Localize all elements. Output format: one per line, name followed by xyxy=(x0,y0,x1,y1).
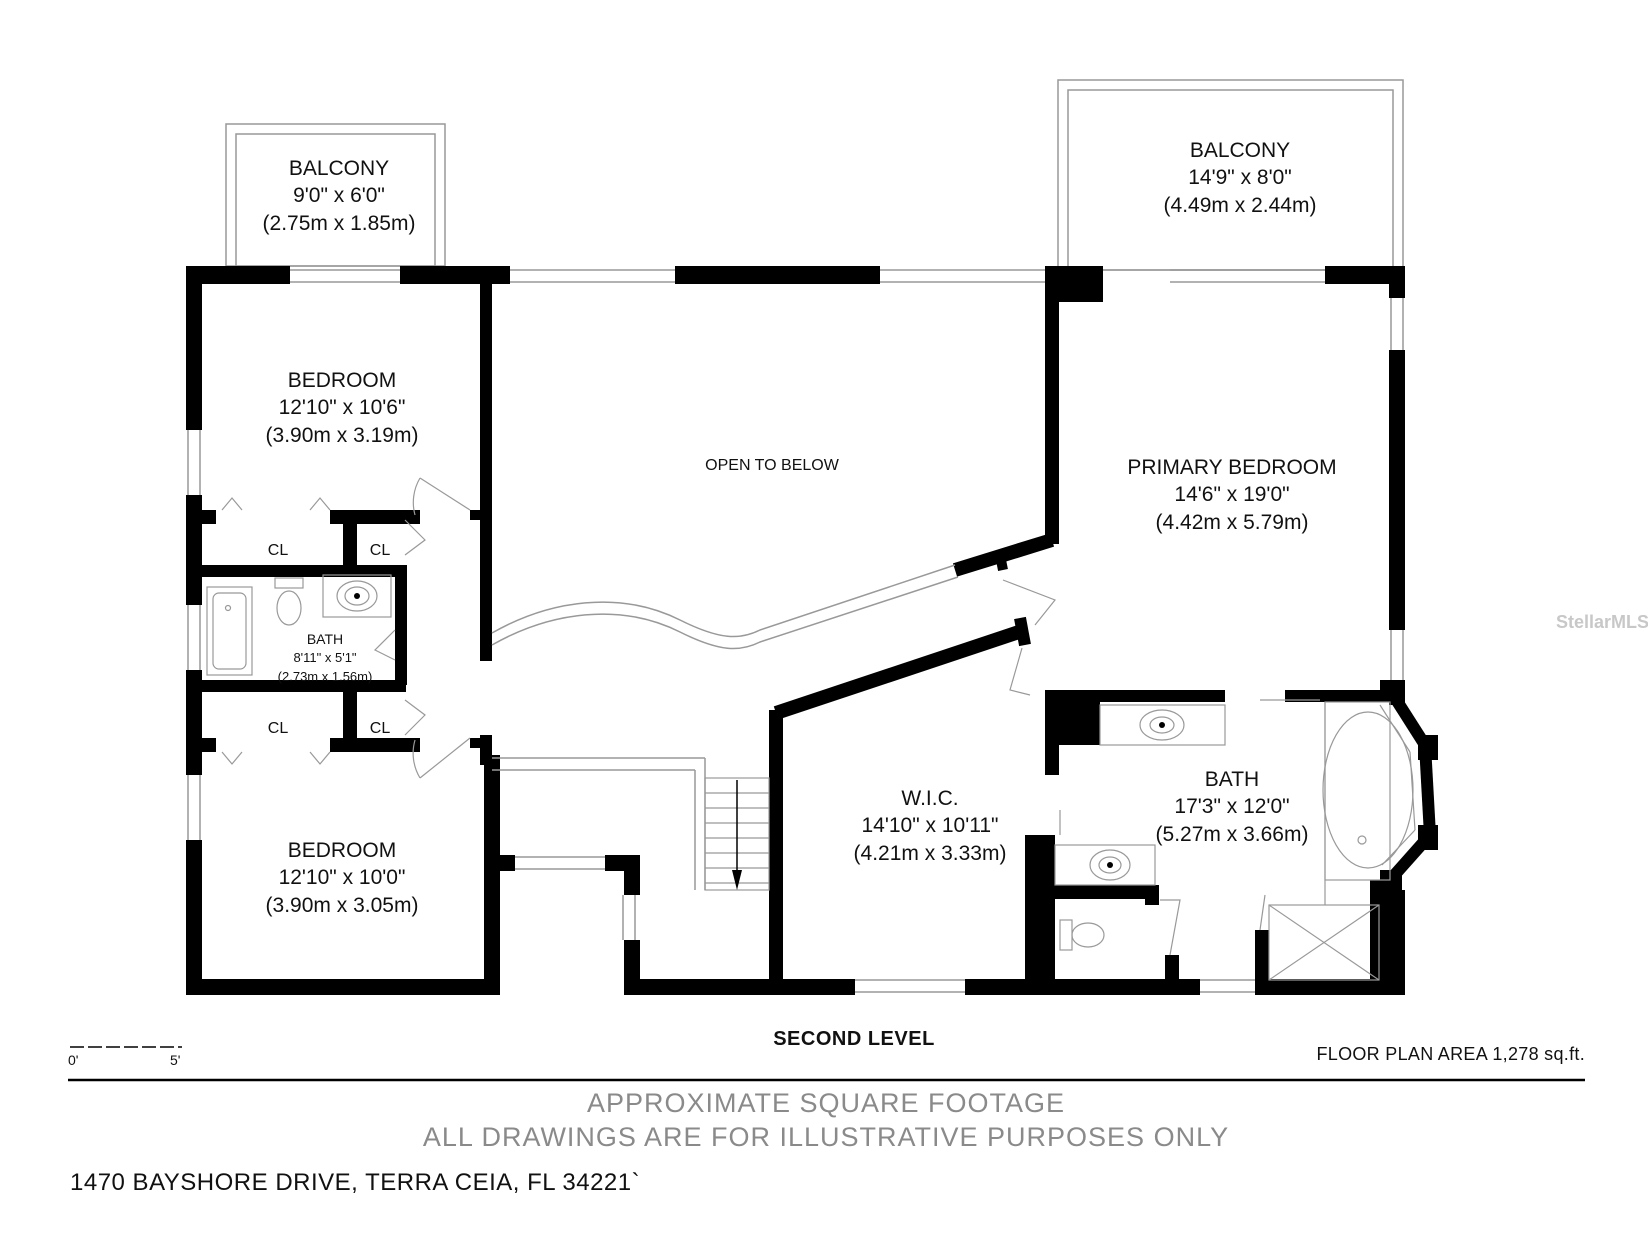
room-dim-metric: (2.73m x 1.56m) xyxy=(278,669,373,684)
bay-window xyxy=(1384,686,1436,884)
closet-label: CL xyxy=(268,542,289,559)
scale-end-label: 5' xyxy=(170,1052,180,1068)
closet-label: CL xyxy=(370,720,391,737)
room-name: BATH xyxy=(1205,768,1259,791)
bedroom-lower-label: BEDROOM 12'10" x 10'0" (3.90m x 3.05m) xyxy=(266,839,419,917)
bath-primary-label: BATH 17'3" x 12'0" (5.27m x 3.66m) xyxy=(1156,768,1309,846)
room-name: BALCONY xyxy=(1190,139,1290,162)
room-name: BEDROOM xyxy=(288,839,397,862)
scale-start-label: 0' xyxy=(68,1052,78,1068)
room-dim-imperial: 14'6" x 19'0" xyxy=(1174,483,1289,506)
balcony-right-label: BALCONY 14'9" x 8'0" (4.49m x 2.44m) xyxy=(1164,139,1317,217)
closet-label: CL xyxy=(370,542,391,559)
watermark: StellarMLS xyxy=(1556,612,1648,632)
open-to-below-label: OPEN TO BELOW xyxy=(705,457,840,474)
room-dim-imperial: 8'11" x 5'1" xyxy=(293,650,356,665)
bath-small-label: BATH 8'11" x 5'1" (2.73m x 1.56m) xyxy=(278,631,373,684)
room-dim-imperial: 14'9" x 8'0" xyxy=(1188,166,1292,189)
room-dim-imperial: 14'10" x 10'11" xyxy=(862,814,999,837)
angled-walls xyxy=(773,533,1055,720)
balcony-left-label: BALCONY 9'0" x 6'0" (2.75m x 1.85m) xyxy=(263,157,416,235)
sink-drain-icon xyxy=(1107,862,1113,868)
room-dim-metric: (2.75m x 1.85m) xyxy=(263,212,416,235)
room-dim-metric: (3.90m x 3.19m) xyxy=(266,424,419,447)
room-name: BATH xyxy=(307,631,343,647)
scale-bar: 0' 5' xyxy=(68,1046,182,1068)
stairs-arrow-icon xyxy=(732,870,742,890)
room-dim-metric: (5.27m x 3.66m) xyxy=(1156,823,1309,846)
disclaimer-line-1: APPROXIMATE SQUARE FOOTAGE xyxy=(587,1088,1065,1118)
room-dim-imperial: 12'10" x 10'0" xyxy=(279,866,406,889)
small-bath-fixtures xyxy=(206,574,392,676)
room-name: PRIMARY BEDROOM xyxy=(1127,456,1336,479)
stairs xyxy=(704,777,770,891)
room-dim-imperial: 17'3" x 12'0" xyxy=(1174,795,1289,818)
room-dim-imperial: 9'0" x 6'0" xyxy=(293,184,385,207)
disclaimer-line-2: ALL DRAWINGS ARE FOR ILLUSTRATIVE PURPOS… xyxy=(423,1122,1229,1152)
room-dim-imperial: 12'10" x 10'6" xyxy=(279,396,406,419)
wic-label: W.I.C. 14'10" x 10'11" (4.21m x 3.33m) xyxy=(854,787,1007,865)
closet-label: CL xyxy=(268,720,289,737)
primary-bath-fixtures xyxy=(1054,699,1414,981)
room-dim-metric: (4.49m x 2.44m) xyxy=(1164,194,1317,217)
room-dim-metric: (4.21m x 3.33m) xyxy=(854,842,1007,865)
room-dim-metric: (4.42m x 5.79m) xyxy=(1156,511,1309,534)
room-dim-metric: (3.90m x 3.05m) xyxy=(266,894,419,917)
room-name: W.I.C. xyxy=(901,787,958,810)
doors xyxy=(221,477,1266,956)
windows xyxy=(187,269,1404,993)
sink-drain-icon xyxy=(354,593,360,599)
property-address: 1470 BAYSHORE DRIVE, TERRA CEIA, FL 3422… xyxy=(70,1169,640,1196)
walls xyxy=(186,266,1438,995)
sink-drain-icon xyxy=(1159,722,1165,728)
level-title: SECOND LEVEL xyxy=(773,1028,935,1050)
room-name: BALCONY xyxy=(289,157,389,180)
floor-plan-area: FLOOR PLAN AREA 1,278 sq.ft. xyxy=(1316,1044,1585,1064)
room-name: BEDROOM xyxy=(288,369,397,392)
balcony-left-outline xyxy=(225,123,446,267)
primary-bedroom-label: PRIMARY BEDROOM 14'6" x 19'0" (4.42m x 5… xyxy=(1127,456,1336,534)
bedroom-upper-label: BEDROOM 12'10" x 10'6" (3.90m x 3.19m) xyxy=(266,369,419,447)
